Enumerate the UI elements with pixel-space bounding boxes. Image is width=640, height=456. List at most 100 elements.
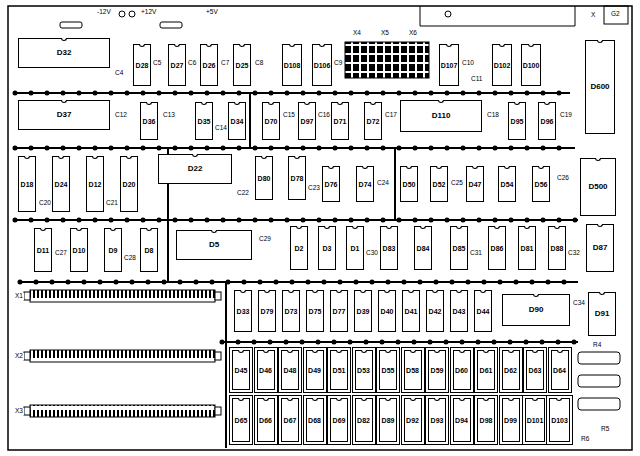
chip-designator: D3: [323, 245, 332, 252]
chip-designator: D50: [403, 181, 416, 188]
ic-chip: D59: [428, 350, 446, 390]
chip-designator: D78: [291, 175, 304, 182]
chip-designator: D106: [314, 62, 331, 69]
chip-designator: D80: [258, 175, 271, 182]
chip-designator: D81: [521, 245, 534, 252]
component-label: C15: [282, 112, 296, 119]
ic-chip: D50: [400, 166, 418, 202]
ic-chip: D22: [158, 154, 232, 184]
chip-designator: D51: [333, 367, 346, 374]
component-label: X: [590, 12, 596, 19]
component-label: X6: [408, 30, 418, 37]
chip-designator: D24: [55, 181, 68, 188]
component-label: G2: [610, 11, 621, 18]
chip-designator: D69: [333, 417, 346, 424]
ic-chip: D64: [551, 350, 569, 390]
ic-chip: D85: [450, 226, 468, 270]
component-label: C4: [114, 70, 124, 77]
component-label: C31: [469, 250, 483, 257]
ic-chip: D69: [330, 398, 348, 442]
component-label: C9: [333, 60, 343, 67]
ic-chip: D92: [404, 398, 422, 442]
ic-chip: D63: [526, 350, 544, 390]
ic-chip: D500: [580, 158, 616, 216]
chip-designator: D65: [235, 417, 248, 424]
ic-chip: D34: [228, 102, 246, 140]
chip-designator: D54: [501, 181, 514, 188]
ic-chip: D61: [477, 350, 495, 390]
ic-chip: D62: [502, 350, 520, 390]
chip-designator: D9: [109, 247, 118, 254]
component-label: R6: [580, 436, 590, 443]
chip-designator: D110: [432, 112, 451, 120]
ic-chip: D41: [402, 290, 420, 332]
ic-chip: D86: [488, 226, 506, 270]
component-label: R5: [600, 426, 610, 433]
ic-chip: D94: [453, 398, 471, 442]
chip-designator: D107: [441, 62, 458, 69]
chip-designator: D90: [529, 306, 544, 314]
chip-designator: D76: [325, 181, 338, 188]
component-label: -12V: [96, 9, 112, 16]
chip-designator: D27: [171, 62, 184, 69]
ic-chip: D600: [585, 40, 615, 134]
ic-chip: D5: [176, 230, 252, 260]
chip-designator: D52: [433, 181, 446, 188]
chip-designator: D77: [333, 308, 346, 315]
component-label: X5: [380, 30, 390, 37]
ic-chip: D58: [404, 350, 422, 390]
chip-designator: D5: [209, 241, 219, 249]
component-label: C28: [123, 255, 137, 262]
ic-chip: D49: [306, 350, 324, 390]
chip-designator: D95: [511, 118, 524, 125]
ic-chip: D90: [502, 294, 570, 326]
ic-chip: D70: [262, 102, 280, 140]
component-label: C20: [38, 200, 52, 207]
ic-chip: D28: [133, 44, 151, 86]
ic-chip: D3: [318, 226, 336, 270]
component-label: X4: [352, 30, 362, 37]
component-label: C13: [162, 112, 176, 119]
ic-chip: D66: [257, 398, 275, 442]
chip-designator: D8: [145, 247, 154, 254]
chip-designator: D67: [284, 417, 297, 424]
chip-designator: D53: [357, 367, 370, 374]
chip-designator: D71: [334, 118, 347, 125]
chip-designator: D103: [551, 417, 568, 424]
ic-chip: D110: [400, 100, 482, 132]
chip-designator: D11: [37, 247, 49, 254]
ic-chip: D56: [532, 166, 550, 202]
component-label: C5: [152, 60, 162, 67]
component-label: C24: [376, 180, 390, 187]
label-frame: [604, 6, 628, 24]
ic-chip: D97: [298, 102, 316, 140]
component-label: C23: [307, 185, 321, 192]
component-label: +12V: [140, 9, 157, 16]
chip-designator: D20: [123, 181, 136, 188]
ic-chip: D84: [414, 226, 432, 270]
ic-chip: D67: [281, 398, 299, 442]
ic-chip: D1: [346, 226, 364, 270]
ic-chip: D42: [426, 290, 444, 332]
ic-chip: D95: [508, 102, 526, 140]
ic-chip: D11: [34, 228, 52, 272]
ic-chip: D2: [290, 226, 308, 270]
component-label: C29: [258, 236, 272, 243]
chip-designator: D63: [529, 367, 542, 374]
ic-chip: D75: [306, 290, 324, 332]
chip-designator: D64: [553, 367, 566, 374]
ic-chip: D102: [492, 44, 513, 86]
chip-designator: D34: [231, 118, 244, 125]
ic-chip: D47: [466, 166, 484, 202]
mounting-hole: [445, 11, 451, 17]
chip-designator: D44: [477, 308, 490, 315]
ic-chip: D9: [104, 228, 122, 272]
chip-designator: D10: [73, 247, 86, 254]
ic-chip: D45: [232, 350, 250, 390]
component-label: +5V: [205, 9, 219, 16]
chip-designator: D87: [593, 244, 608, 252]
chip-designator: D49: [308, 367, 321, 374]
chip-designator: D66: [259, 417, 272, 424]
component-label: C17: [384, 112, 398, 119]
ic-chip: D91: [588, 292, 616, 336]
